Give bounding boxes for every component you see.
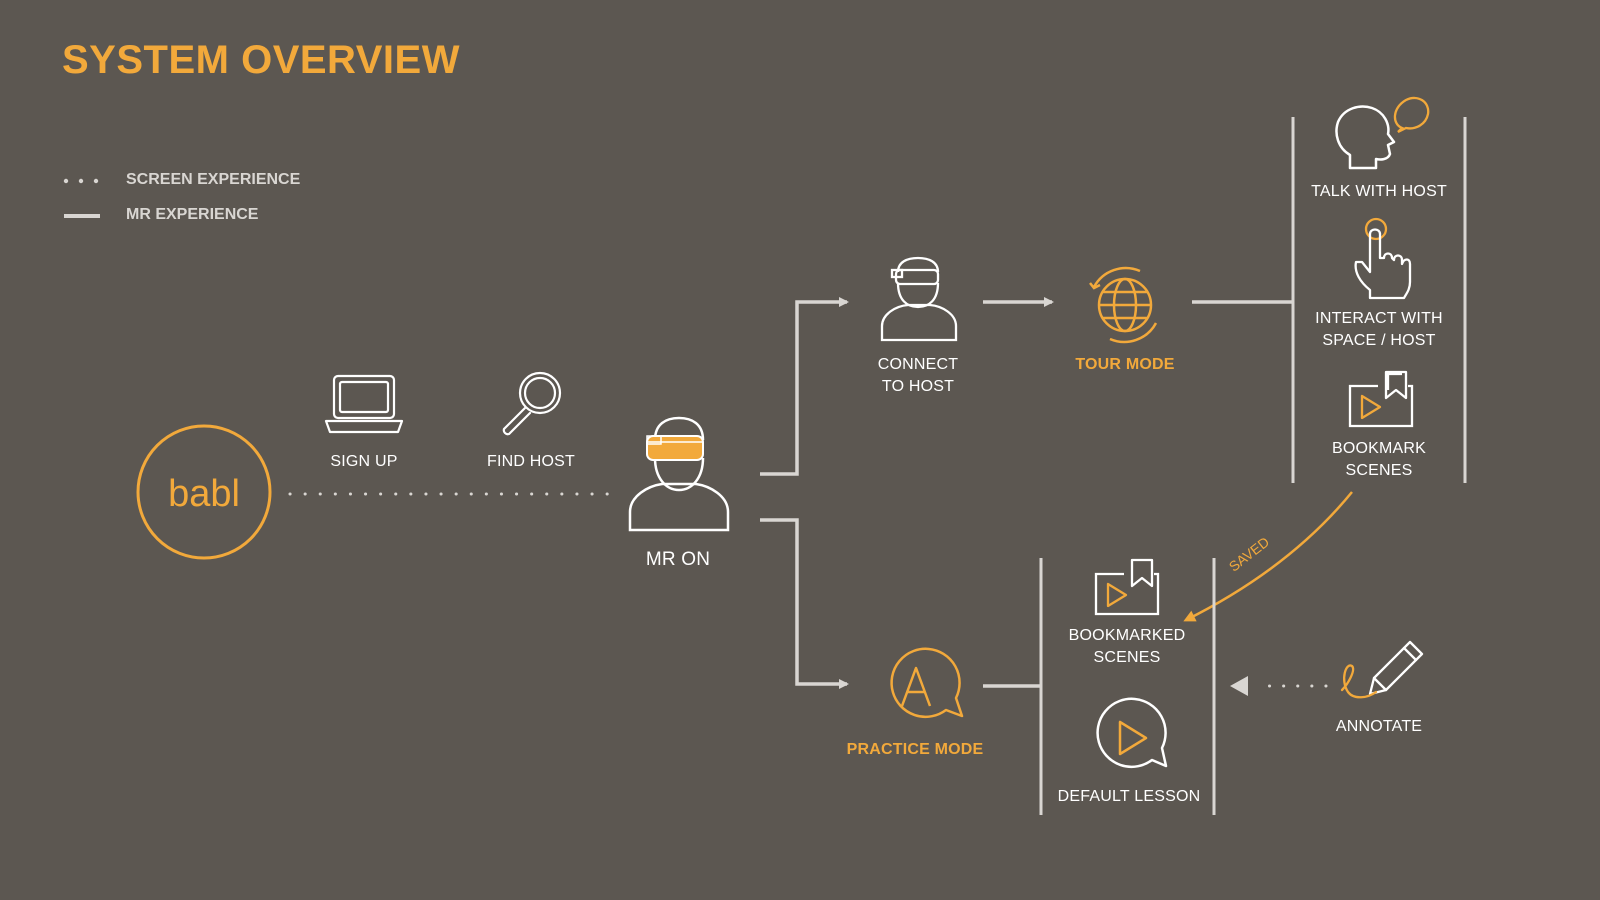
head-speech-bubble-icon	[1335, 96, 1430, 170]
video-bookmark-icon	[1348, 370, 1414, 428]
node-practice-mode-label: PRACTICE MODE	[846, 741, 984, 758]
node-bookmark-scenes-label: BOOKMARK SCENES	[1332, 438, 1426, 482]
logo-text: babl	[168, 473, 240, 515]
connect-line-1: CONNECT	[877, 356, 959, 373]
video-bookmark-icon	[1094, 558, 1160, 616]
node-interact-label: INTERACT WITH SPACE / HOST	[1315, 308, 1443, 352]
letter-a-bubble-icon	[890, 647, 964, 718]
connector-saved-arrow	[1183, 491, 1353, 622]
page-title: SYSTEM OVERVIEW	[62, 38, 460, 82]
connect-line-2: TO HOST	[881, 378, 955, 395]
saved-label: SAVED	[1226, 533, 1272, 574]
node-connect-to-host-label: CONNECT TO HOST	[878, 354, 959, 398]
bookmarked-line-1: BOOKMARKED	[1068, 627, 1186, 644]
interact-line-2: SPACE / HOST	[1322, 332, 1436, 349]
node-sign-up-label: SIGN UP	[330, 453, 398, 470]
person-mr-headset-icon	[628, 416, 730, 532]
bookmark-line-2: SCENES	[1345, 462, 1413, 479]
play-bubble-icon	[1096, 697, 1168, 768]
laptop-icon	[324, 374, 404, 434]
node-bookmarked-scenes-label: BOOKMARKED SCENES	[1069, 625, 1186, 669]
babl-logo: babl	[136, 424, 272, 560]
node-default-lesson-label: DEFAULT LESSON	[1057, 788, 1201, 805]
hand-touch-icon	[1354, 217, 1412, 300]
node-find-host-label: FIND HOST	[486, 453, 576, 470]
person-glasses-icon	[880, 256, 958, 342]
node-mr-on-label: MR ON	[645, 549, 711, 570]
connector-mr-on-to-connect-host	[760, 297, 849, 476]
node-annotate-label: ANNOTATE	[1335, 718, 1423, 735]
node-tour-mode-label: TOUR MODE	[1075, 356, 1175, 373]
legend-screen-experience: SCREEN EXPERIENCE	[126, 171, 301, 188]
globe-rotate-icon	[1089, 266, 1158, 344]
bookmark-line-1: BOOKMARK	[1331, 440, 1427, 457]
connector-mr-on-to-practice-mode	[760, 518, 849, 689]
pen-icon	[1340, 640, 1424, 699]
annotate-arrowhead	[1230, 676, 1248, 696]
interact-line-1: INTERACT WITH	[1315, 310, 1443, 327]
magnifier-icon	[502, 371, 562, 436]
legend-mr-experience: MR EXPERIENCE	[126, 206, 259, 223]
node-talk-with-host-label: TALK WITH HOST	[1311, 183, 1447, 200]
legend-dots-icon	[63, 178, 99, 184]
bookmarked-line-2: SCENES	[1093, 649, 1161, 666]
